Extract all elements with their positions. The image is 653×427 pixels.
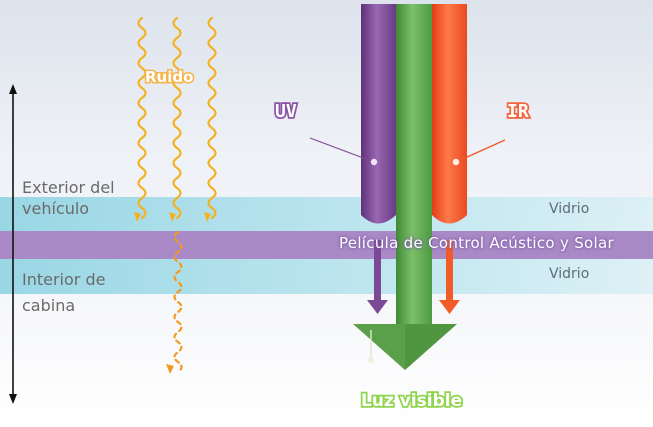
glass-bottom-label: Vidrio xyxy=(549,266,590,282)
film-layer xyxy=(0,231,653,259)
noise-wave-transmitted xyxy=(173,230,183,374)
ir-beam xyxy=(432,4,467,314)
ir-callout xyxy=(452,139,506,166)
visible-light-label: Luz visible xyxy=(361,391,462,411)
interior-label-line1: Interior de xyxy=(22,270,106,289)
interior-label: Interior de cabina xyxy=(22,267,105,319)
uv-beam xyxy=(361,4,396,314)
noise-label: Ruido xyxy=(145,68,193,86)
visible-light-beam xyxy=(353,4,457,370)
exterior-label-line2: vehículo xyxy=(22,199,90,218)
uv-label: UV xyxy=(275,101,297,122)
double-arrow-icon xyxy=(9,84,17,404)
noise-waves-incoming xyxy=(137,16,217,220)
exterior-label: Exterior del vehículo xyxy=(22,177,115,219)
ir-label: IR xyxy=(507,101,529,122)
interior-label-line2: cabina xyxy=(22,296,76,315)
noise-transmitted-arrowhead xyxy=(166,364,174,374)
visible-callout xyxy=(368,330,374,363)
glass-top-label: Vidrio xyxy=(549,201,590,217)
glass-bottom-layer xyxy=(0,259,653,294)
exterior-label-line1: Exterior del xyxy=(22,178,115,197)
glass-top-layer xyxy=(0,197,653,231)
film-label: Película de Control Acústico y Solar xyxy=(339,234,614,252)
uv-callout xyxy=(309,137,378,166)
noise-arrowheads xyxy=(134,212,211,222)
